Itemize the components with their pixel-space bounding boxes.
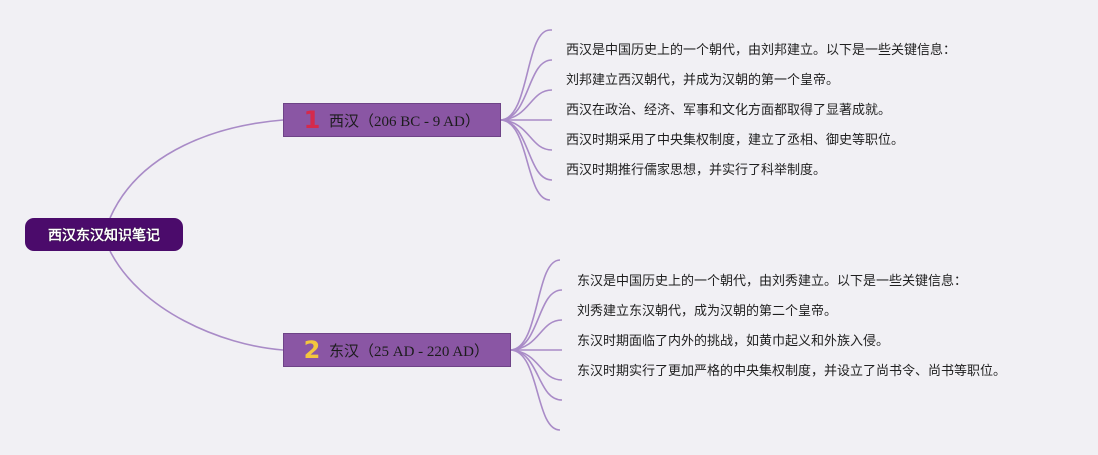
branch-label-donghan: 东汉（25 AD - 220 AD） xyxy=(329,343,489,360)
connector-b1-6 xyxy=(500,119,551,201)
connector-b2-0 xyxy=(510,259,561,351)
leaf-xihan-1[interactable]: 刘邦建立西汉朝代，并成为汉朝的第一个皇帝。 xyxy=(566,73,840,88)
connector-root-branch-1 xyxy=(109,119,284,219)
number-one-icon: 1 xyxy=(303,106,321,134)
connector-b1-1 xyxy=(500,59,553,121)
leaf-xihan-3[interactable]: 西汉时期采用了中央集权制度，建立了丞相、御史等职位。 xyxy=(566,133,905,148)
branch-label-xihan: 西汉（206 BC - 9 AD） xyxy=(329,113,480,130)
connector-b1-2 xyxy=(500,89,553,121)
root-label: 西汉东汉知识笔记 xyxy=(48,227,160,244)
branch-node-donghan[interactable]: 2 东汉（25 AD - 220 AD） xyxy=(283,333,511,367)
leaf-donghan-3[interactable]: 东汉时期实行了更加严格的中央集权制度，并设立了尚书令、尚书等职位。 xyxy=(577,364,1007,379)
branch-node-xihan[interactable]: 1 西汉（206 BC - 9 AD） xyxy=(283,103,501,137)
leaf-xihan-0[interactable]: 西汉是中国历史上的一个朝代，由刘邦建立。以下是一些关键信息： xyxy=(566,43,957,58)
connector-b2-6 xyxy=(510,349,561,431)
connector-b2-1 xyxy=(510,289,563,351)
leaf-donghan-0[interactable]: 东汉是中国历史上的一个朝代，由刘秀建立。以下是一些关键信息： xyxy=(577,274,968,289)
connector-b2-2 xyxy=(510,319,563,351)
leaf-xihan-4[interactable]: 西汉时期推行儒家思想，并实行了科举制度。 xyxy=(566,163,827,178)
connector-b1-5 xyxy=(500,119,553,181)
number-two-icon: 2 xyxy=(303,336,321,364)
connector-b2-5 xyxy=(510,349,563,401)
connector-b1-0 xyxy=(500,29,552,121)
connector-b2-4 xyxy=(510,349,563,381)
leaf-xihan-2[interactable]: 西汉在政治、经济、军事和文化方面都取得了显著成就。 xyxy=(566,103,892,118)
leaf-donghan-2[interactable]: 东汉时期面临了内外的挑战，如黄巾起义和外族入侵。 xyxy=(577,334,890,349)
root-node[interactable]: 西汉东汉知识笔记 xyxy=(25,218,183,251)
connector-root-branch-2 xyxy=(109,250,284,351)
leaf-donghan-1[interactable]: 刘秀建立东汉朝代，成为汉朝的第二个皇帝。 xyxy=(577,304,838,319)
